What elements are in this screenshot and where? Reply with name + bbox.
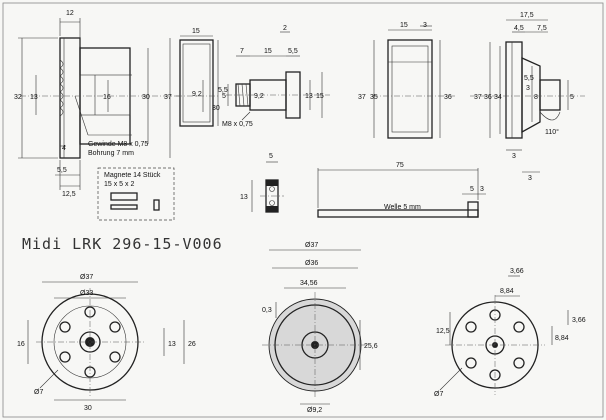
dim-r5-5: 5,5	[524, 75, 534, 82]
dim-s13: 13	[305, 93, 313, 100]
dim-p3-66: 3,66	[510, 268, 524, 275]
dim-12-5: 12,5	[62, 191, 76, 198]
threaded-shaft-view	[226, 31, 330, 121]
note-magnets: Magnete 14 Stück	[104, 172, 161, 179]
dim-37: 37	[164, 94, 172, 101]
dim-r4-5: 4,5	[514, 25, 524, 32]
dim-12: 12	[66, 10, 74, 17]
dim-30: 30	[142, 94, 150, 101]
dim-m36: Ø36	[305, 260, 318, 267]
dim-p12-5: 12,5	[436, 328, 450, 335]
dim-r5: 5	[570, 94, 574, 101]
dim-b15: 15	[192, 28, 200, 35]
rotor-side-view	[18, 18, 180, 190]
dim-s15: 15	[264, 48, 272, 55]
dim-p7: Ø7	[434, 391, 443, 398]
flange-front-view	[27, 281, 185, 401]
dim-w5: 5	[470, 186, 474, 193]
dim-13: 13	[30, 94, 38, 101]
dim-m9-2: Ø9,2	[307, 407, 322, 414]
dim-s2: 2	[283, 25, 287, 32]
dim-w75: 75	[396, 162, 404, 169]
dim-bear5: 5	[269, 153, 273, 160]
dim-r37: 37	[474, 94, 482, 101]
dim-r3-c: 3	[528, 175, 532, 182]
dim-f26: 26	[188, 341, 196, 348]
dim-m0-3: 0,3	[262, 307, 272, 314]
dim-c15: 15	[400, 22, 408, 29]
stepped-rotor-view	[470, 19, 585, 173]
dim-r36: 36	[484, 94, 492, 101]
dim-p8-84-b: 8,84	[555, 335, 569, 342]
note-bore: Bohrung 7 mm	[88, 150, 134, 157]
dim-s7: 7	[240, 48, 244, 55]
dim-f7: Ø7	[34, 389, 43, 396]
dim-m34-56: 34,56	[300, 280, 318, 287]
note-magnet-size: 15 x 5 x 2	[104, 181, 134, 188]
note-shaft: Welle 5 mm	[384, 204, 421, 211]
dim-r7-5: 7,5	[537, 25, 547, 32]
dim-r3: 3	[526, 85, 530, 92]
dim-4: 4	[62, 145, 66, 152]
magnet-block-view	[176, 35, 220, 127]
dim-32: 32	[14, 94, 22, 101]
dim-c37: 37	[358, 94, 366, 101]
pole-plate-front-view	[439, 275, 569, 395]
dim-w3: 3	[480, 186, 484, 193]
dim-m25-6: 25,6	[364, 343, 378, 350]
dim-c35: 35	[370, 94, 378, 101]
dim-f33: Ø33	[80, 290, 93, 297]
shaft-5mm-view	[317, 168, 486, 218]
dim-p3-66-b: 3,66	[572, 317, 586, 324]
bearing-section-view	[251, 161, 284, 213]
dim-b9-2: 9,2	[192, 91, 202, 98]
dim-bear13: 13	[240, 194, 248, 201]
dim-16: 16	[103, 94, 111, 101]
dim-r17-5: 17,5	[520, 12, 534, 19]
magnet-note-box	[97, 167, 175, 221]
note-thread: Gewinde M8 x 0,75	[88, 141, 148, 148]
dim-f13: 13	[168, 341, 176, 348]
dim-s5-5-v: 5,5	[218, 87, 228, 94]
dim-c36: 36	[444, 94, 452, 101]
dim-r34: 34	[494, 94, 502, 101]
dim-p8-84: 8,84	[500, 288, 514, 295]
dim-b30: 30	[212, 105, 220, 112]
dim-r8: 8	[534, 94, 538, 101]
note-m8-a: M8 x 0,75	[222, 121, 253, 128]
dim-5-5: 5,5	[57, 167, 67, 174]
dim-m37: Ø37	[305, 242, 318, 249]
dim-c3: 3	[423, 22, 427, 29]
magnet-ring-front-view	[262, 249, 368, 405]
dim-s9-2: 9,2	[254, 93, 264, 100]
dim-s5: 5	[222, 93, 226, 100]
dim-f37: Ø37	[80, 274, 93, 281]
dim-r110: 110°	[545, 128, 559, 136]
cylinder-cup-view	[372, 25, 455, 139]
dim-s5-5: 5,5	[288, 48, 298, 55]
dim-s15-v: 15	[316, 93, 324, 100]
dim-f16: 16	[17, 341, 25, 348]
dim-r3-b: 3	[512, 153, 516, 160]
dim-f30: 30	[84, 405, 92, 412]
drawing-title: Midi LRK 296-15-V006	[22, 235, 223, 253]
